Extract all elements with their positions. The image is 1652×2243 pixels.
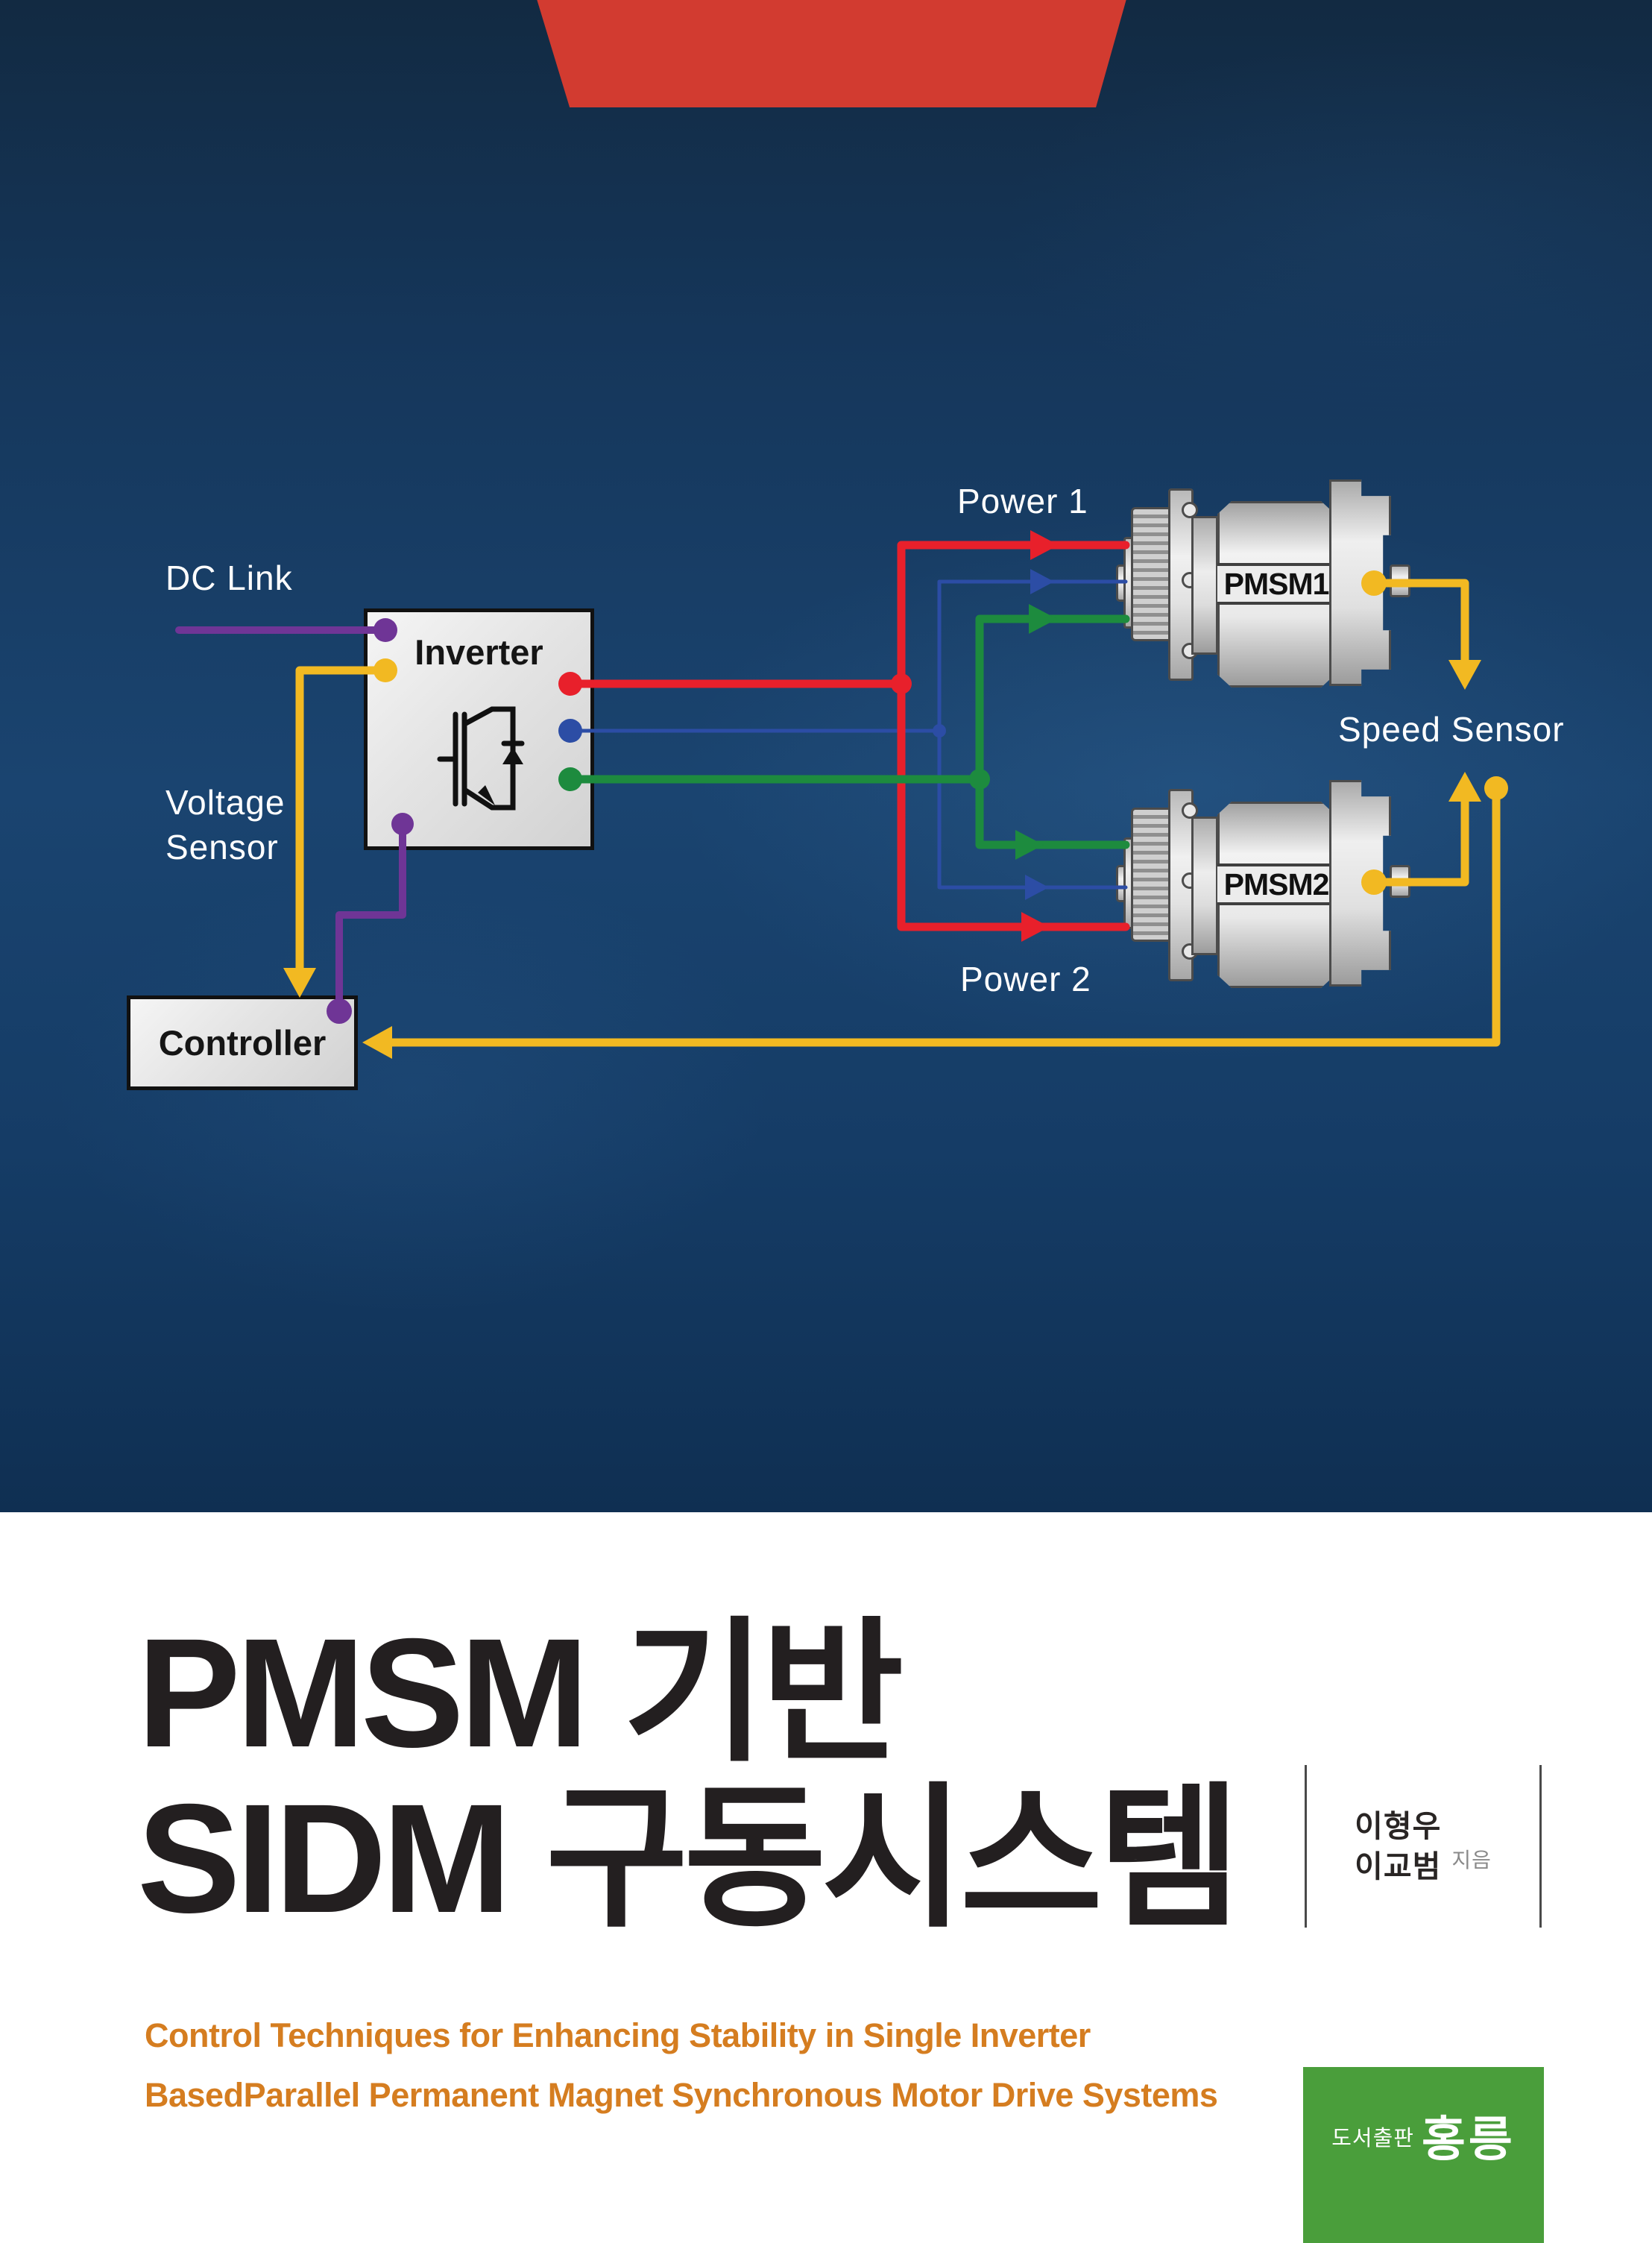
cover-top-illustration: PMSM1 PMSM2 Inverter	[0, 0, 1652, 1512]
publisher-logo: 도서출판 홍릉	[1303, 2067, 1544, 2243]
speed-sensor-label: Speed Sensor	[1338, 710, 1565, 749]
controller-block: Controller	[127, 995, 358, 1090]
motor-bolt	[1182, 502, 1198, 518]
publisher-prefix: 도서출판	[1331, 2127, 1414, 2151]
motor-bolt	[1182, 802, 1198, 819]
motor-step	[1191, 817, 1218, 955]
motor-step	[1191, 516, 1218, 655]
power2-label: Power 2	[960, 960, 1091, 998]
controller-label: Controller	[158, 1023, 327, 1063]
voltage-sensor-label: Voltage Sensor	[165, 780, 285, 869]
dc-link-label: DC Link	[165, 559, 293, 597]
book-title: PMSM 기반 SIDM 구동시스템	[137, 1607, 1241, 1945]
author-names: 이형우 이교범	[1355, 1806, 1441, 1887]
red-banner-shape	[537, 0, 1126, 107]
motor-label: PMSM1	[1223, 566, 1330, 601]
cover-bottom-panel: PMSM 기반 SIDM 구동시스템 이형우 이교범 지음 Control Te…	[0, 1512, 1652, 2243]
subtitle-line2: BasedParallel Permanent Magnet Synchrono…	[145, 2076, 1218, 2114]
author-name-1: 이형우	[1355, 1809, 1442, 1843]
publisher-name: 홍릉	[1421, 2113, 1516, 2166]
voltage-label-line2: Sensor	[165, 828, 279, 866]
motor-label: PMSM2	[1223, 866, 1330, 902]
subtitle-line1: Control Techniques for Enhancing Stabili…	[145, 2016, 1091, 2054]
author-block: 이형우 이교범 지음	[1305, 1765, 1542, 1928]
motor-nameplate: PMSM2	[1217, 863, 1335, 905]
motor-nameplate: PMSM1	[1217, 563, 1335, 605]
power1-label: Power 1	[957, 482, 1088, 520]
motor-pmsm1: PMSM1	[1116, 477, 1410, 688]
inverter-block: Inverter	[364, 608, 594, 850]
book-title-line1: PMSM 기반	[137, 1607, 904, 1780]
voltage-label-line1: Voltage	[165, 783, 286, 822]
book-title-line2: SIDM 구동시스템	[137, 1772, 1241, 1945]
inverter-label: Inverter	[414, 632, 543, 672]
author-name-2: 이교범	[1355, 1849, 1442, 1884]
author-role: 지음	[1451, 1849, 1492, 1872]
igbt-symbol-icon	[437, 706, 525, 811]
wiring-diagram	[175, 530, 1508, 1059]
